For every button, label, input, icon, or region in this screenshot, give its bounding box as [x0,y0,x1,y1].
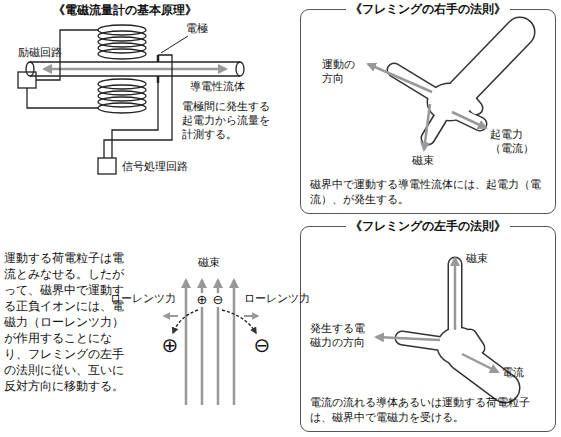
coil-turn [98,85,146,95]
direction-arrow [368,64,432,92]
coil-turn [98,79,146,89]
flow-arrow [44,68,226,71]
hand-outline [462,32,520,92]
direction-label: 起電力 （電流） [490,128,540,156]
panel-caption: 磁界中で運動する導電性流体には、起電力（電流）、が発生する。 [310,177,546,207]
diagram-title: 《電磁流量計の基本原理》 [10,3,240,17]
flux-arrow [233,280,236,405]
coil-turn [98,31,146,41]
direction-label: 発生する電磁力の方向 [310,322,370,350]
hand-drawing [394,32,520,388]
part-label: 導電性流体 [190,80,245,94]
coil-turn [98,37,146,47]
force-label: ローレンツ力 [110,292,176,306]
part-label: 電極 [186,22,208,36]
leader-line [161,36,188,53]
coil-windings [98,25,146,113]
coil-turn [98,49,146,59]
wire [112,83,158,158]
coil-turn [98,97,146,107]
ion-symbol: ⊖ [212,293,225,307]
hand-fill [462,32,520,92]
part-label: 励磁回路 [18,46,62,60]
law-panel: 《フレミングの右手の法則》磁界中で運動する導電性流体には、起電力（電流）、が発生… [300,9,556,214]
direction-label: 電流 [502,366,524,380]
part-label: 信号処理回路 [122,160,188,174]
coil-turn [98,25,146,35]
panel-title: 《フレミングの左手の法則》 [346,218,510,234]
flowmeter-drawing [18,25,244,174]
coil-turn [98,43,146,53]
explanation-text: 運動する荷電粒子は電流とみなせる。したがって、磁界中で運動する正負イオンには、電… [4,250,132,394]
electrode [157,55,160,62]
pipe-end [236,62,244,76]
direction-arrow [376,337,440,340]
coil-turn [98,103,146,113]
direction-arrow [454,258,457,330]
force-arrow [244,315,258,317]
hand-fill [428,84,472,120]
direction-arrow [452,112,486,128]
ion-symbol: ⊕ [162,334,179,356]
direction-label: 運動の方向 [322,58,360,86]
force-arrow [164,315,178,317]
wire [27,88,98,108]
direction-label: 磁束 [412,154,434,168]
pipe-wall [30,61,240,62]
direction-arrow [424,104,430,150]
path-curve [222,310,256,333]
panel-caption: 電流の流れる導体あるいは運動する荷電粒子は、磁界中で電磁力を受ける。 [310,395,546,425]
panel-title: 《フレミングの右手の法則》 [346,1,510,17]
wire [104,55,172,158]
electrode [157,76,160,83]
signal-box [98,158,116,174]
pipe-wall [30,75,240,76]
force-label: ローレンツ力 [244,292,310,306]
direction-arrow [462,354,498,372]
coil-turn [98,91,146,101]
pipe-end [26,62,34,76]
path-curve [173,310,198,333]
ion-symbol: ⊕ [196,293,209,307]
direction-label: 磁束 [197,256,221,270]
note-text: 電極間に発生する起電力から流量を計測する。 [182,100,272,142]
flux-arrow [185,280,188,405]
direction-label: 磁束 [466,252,488,266]
ion-symbol: ⊖ [254,334,271,356]
